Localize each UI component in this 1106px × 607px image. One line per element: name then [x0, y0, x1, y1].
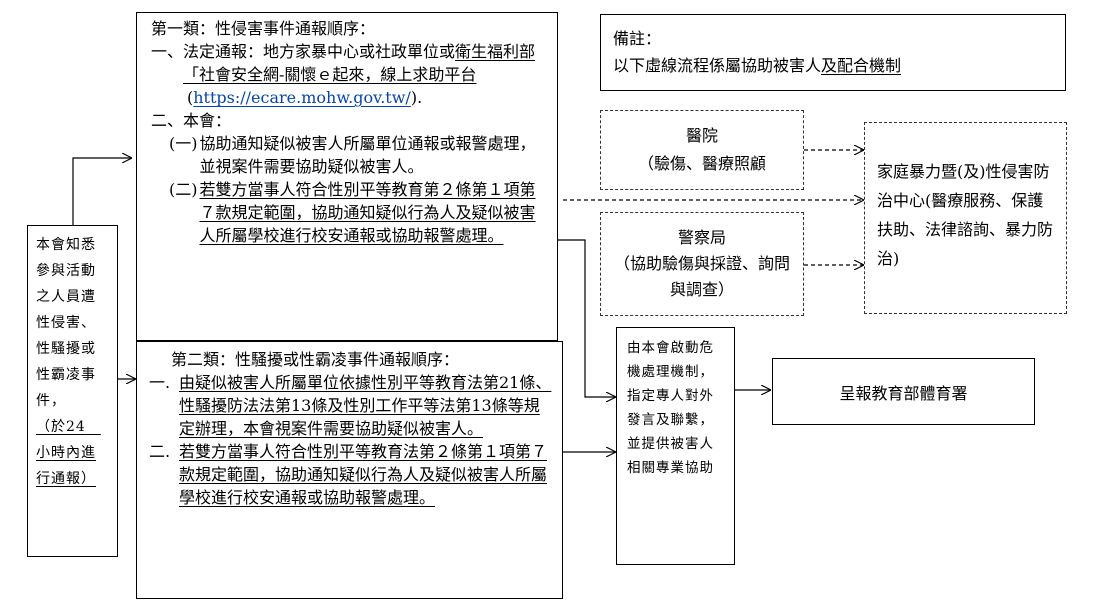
category1-sub2-text: 若雙方當事人符合性別平等教育第２條第１項第７款規定範圍，協助通知疑似行為人及疑似…: [199, 180, 536, 245]
report-box: 呈報教育部體育署: [772, 358, 1035, 425]
trigger-text: 本會知悉參與活動之人員遭性侵害、性騷擾或性霸凌事件，: [36, 237, 96, 409]
category1-sub1-text: 協助通知疑似被害人所屬單位通報或報警處理，並視案件需要協助疑似被害人。: [199, 134, 536, 176]
category1-title: 第一類：性侵害事件通報順序：: [151, 19, 376, 38]
trigger-box: 本會知悉參與活動之人員遭性侵害、性騷擾或性霸凌事件， （於24 小時內進行通報）: [27, 225, 118, 557]
police-detail: （協助驗傷與採證、詢問與調查）: [613, 254, 790, 299]
prevention-center-box: 家庭暴力暨(及)性侵害防治中心(醫療服務、保護扶助、法律諮詢、暴力防治): [864, 122, 1067, 314]
crisis-text: 由本會啟動危機處理機制，指定專人對外發言及聯繫，並提供被害人相關專業協助: [627, 340, 714, 476]
category2-item1-text: 由疑似被害人所屬單位依據性別平等教育法第21條、性騷擾防法法第13條及性別工作平…: [179, 373, 552, 438]
category1-item1-underlined: 衛生福利部「社會安全網-關懷ｅ起來，線上求助平台: [183, 42, 536, 84]
hospital-title: 醫院: [685, 126, 718, 145]
note-line: 以下虛線流程係屬協助被害人及配合機制: [613, 52, 1053, 79]
link-open-paren: (: [187, 88, 194, 107]
link-close-paren: ).: [410, 88, 423, 107]
report-text: 呈報教育部體育署: [839, 383, 968, 403]
ecare-link[interactable]: https://ecare.mohw.gov.tw/: [193, 88, 411, 107]
category2-box: 第二類：性騷擾或性霸凌事件通報順序： 一. 由疑似被害人所屬單位依據性別平等教育…: [136, 341, 563, 599]
category1-item1-link-line: (https://ecare.mohw.gov.tw/).: [151, 86, 549, 109]
crisis-box: 由本會啟動危機處理機制，指定專人對外發言及聯繫，並提供被害人相關專業協助: [616, 327, 735, 565]
prevention-center-text: 家庭暴力暨(及)性侵害防治中心(醫療服務、保護扶助、法律諮詢、暴力防治): [877, 162, 1054, 268]
hospital-box: 醫院 （驗傷、醫療照顧: [600, 110, 804, 190]
category1-box: 第一類：性侵害事件通報順序： 一、法定通報：地方家暴中心或社政單位或衛生福利部「…: [136, 12, 558, 341]
category1-item2-title: 二、本會：: [151, 111, 232, 130]
category2-item1-number: 一.: [149, 373, 171, 392]
category2-title: 第二類：性騷擾或性霸凌事件通報順序：: [171, 350, 460, 369]
note-label: 備註：: [613, 29, 662, 48]
category2-item2-text: 若雙方當事人符合性別平等教育法第２條第１項第７款規定範圍，協助通知疑似行為人及疑…: [179, 442, 548, 507]
category2-item2-number: 二.: [149, 442, 171, 461]
police-title: 警察局: [677, 228, 726, 247]
category1-item1-prefix: 一、法定通報：地方家暴中心或社政單位或: [151, 42, 456, 61]
category1-sub1: (一) 協助通知疑似被害人所屬單位通報或報警處理，並視案件需要協助疑似被害人。: [151, 132, 549, 178]
trigger-deadline-note: （於24 小時內進行通報）: [36, 419, 101, 487]
category1-item1: 一、法定通報：地方家暴中心或社政單位或衛生福利部「社會安全網-關懷ｅ起來，線上求…: [151, 40, 549, 86]
note-line-prefix: 以下虛線流程係屬協助被害人: [613, 56, 822, 75]
category1-sub2-number: (二): [169, 180, 198, 199]
police-box: 警察局 （協助驗傷與採證、詢問與調查）: [600, 212, 804, 316]
category1-sub1-number: (一): [169, 134, 198, 153]
category1-sub2: (二) 若雙方當事人符合性別平等教育第２條第１項第７款規定範圍，協助通知疑似行為…: [151, 178, 549, 247]
hospital-detail: （驗傷、醫療照顧: [637, 154, 766, 173]
category2-item1: 一. 由疑似被害人所屬單位依據性別平等教育法第21條、性騷擾防法法第13條及性別…: [149, 371, 554, 440]
category2-item2: 二. 若雙方當事人符合性別平等教育法第２條第１項第７款規定範圍，協助通知疑似行為…: [149, 440, 554, 509]
arrow-left-to-category1: [72, 158, 132, 225]
note-line-underlined: 及配合機制: [821, 56, 902, 75]
note-box: 備註： 以下虛線流程係屬協助被害人及配合機制: [600, 14, 1066, 91]
